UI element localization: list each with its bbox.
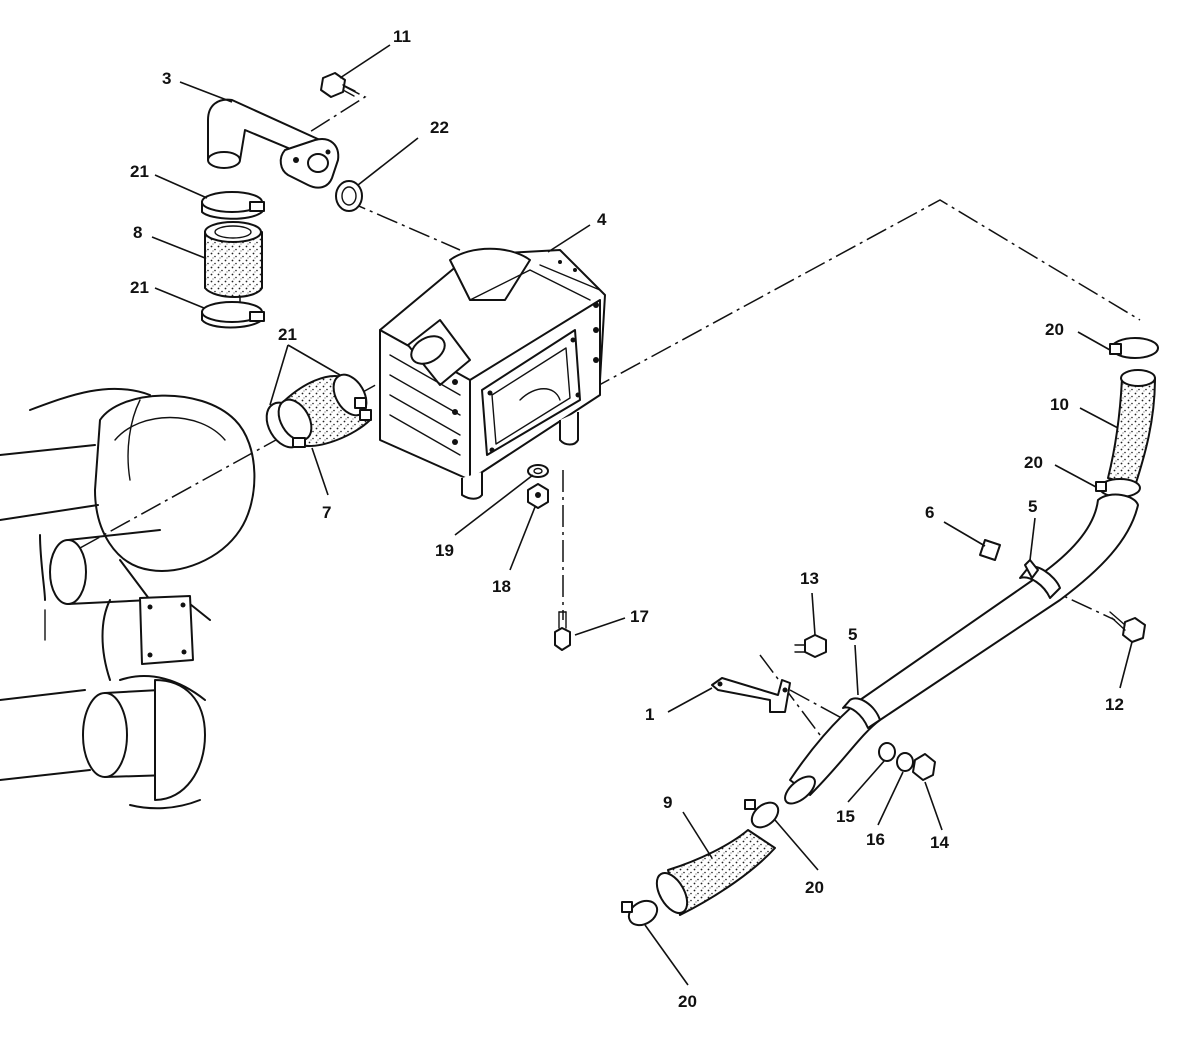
part-20-clamp-bottom xyxy=(621,899,659,927)
callout-14: 14 xyxy=(930,833,949,852)
callout-3: 3 xyxy=(162,69,171,88)
part-20-clamp-mid xyxy=(1095,478,1141,498)
part-17-bolt xyxy=(554,611,571,651)
callout-13: 13 xyxy=(800,569,819,588)
callout-21-upper: 21 xyxy=(130,162,149,181)
part-13-bolt xyxy=(794,634,827,658)
callout-17: 17 xyxy=(630,607,649,626)
callout-20-lower: 20 xyxy=(805,878,824,897)
callout-10: 10 xyxy=(1050,395,1069,414)
leader-lines xyxy=(151,44,1133,986)
part-21-clamp-lower xyxy=(201,301,265,329)
callout-22: 22 xyxy=(430,118,449,137)
part-22-gasket xyxy=(335,180,363,212)
part-8-hose xyxy=(204,221,263,298)
callout-20-bottom: 20 xyxy=(678,992,697,1011)
callout-18: 18 xyxy=(492,577,511,596)
callout-19: 19 xyxy=(435,541,454,560)
engine-outline xyxy=(0,387,256,810)
callout-4: 4 xyxy=(597,210,607,229)
callout-11: 11 xyxy=(393,27,411,46)
callout-16: 16 xyxy=(866,830,885,849)
callout-1: 1 xyxy=(645,705,654,724)
coolant-tube xyxy=(784,493,1139,805)
part-20-clamp-lower xyxy=(744,799,780,829)
part-16-lockwasher xyxy=(896,752,914,772)
part-12-bolt xyxy=(1109,611,1146,643)
callout-20-mid: 20 xyxy=(1024,453,1043,472)
part-3-elbow-tube xyxy=(207,98,340,189)
callout-5-upper: 5 xyxy=(1028,497,1037,516)
callout-labels: 1 3 4 5 5 6 7 8 9 10 11 12 13 14 15 16 1… xyxy=(130,27,1124,1011)
callout-6: 6 xyxy=(925,503,934,522)
part-1-bracket xyxy=(711,677,791,713)
part-9-hose xyxy=(655,829,776,916)
part-6-spacer xyxy=(979,539,1001,561)
part-4-cooler-housing xyxy=(379,247,606,500)
part-10-hose xyxy=(1107,369,1156,487)
part-15-washer xyxy=(878,742,896,762)
part-7-hose-assembly xyxy=(265,373,372,449)
callout-9: 9 xyxy=(663,793,672,812)
callout-21-lower: 21 xyxy=(278,325,297,344)
callout-12: 12 xyxy=(1105,695,1124,714)
part-20-clamp-top xyxy=(1109,337,1159,359)
callout-21-middle: 21 xyxy=(130,278,149,297)
callout-15: 15 xyxy=(836,807,855,826)
callout-8: 8 xyxy=(133,223,142,242)
callout-7: 7 xyxy=(322,503,331,522)
callout-5-lower: 5 xyxy=(848,625,857,644)
callout-20-top: 20 xyxy=(1045,320,1064,339)
part-19-washer xyxy=(527,464,549,478)
part-18-nut xyxy=(527,483,549,509)
part-11-bolt xyxy=(320,72,356,98)
part-21-clamp-upper xyxy=(201,191,265,220)
part-14-nut xyxy=(912,753,936,781)
